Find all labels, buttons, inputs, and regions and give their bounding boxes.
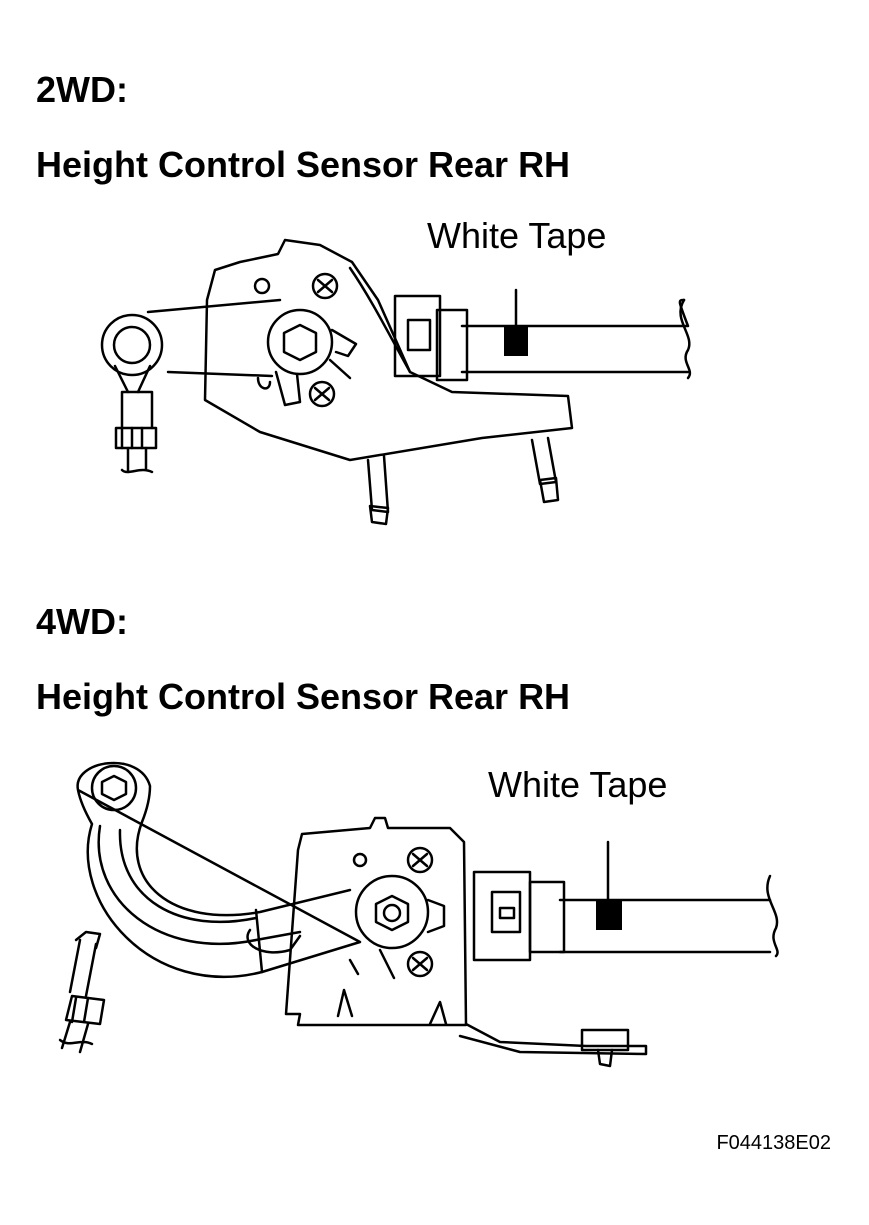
figure-id: F044138E02 <box>716 1132 831 1154</box>
white-tape-label-2wd: White Tape <box>427 215 607 256</box>
screw-icon <box>406 846 434 874</box>
white-tape-marker-2wd <box>504 326 528 356</box>
cable-2wd <box>460 298 690 374</box>
screw-icon <box>406 950 434 978</box>
cable-4wd <box>558 898 772 954</box>
drive-type-label-2wd: 2WD: <box>36 69 128 110</box>
lever-arm-2wd <box>146 298 282 378</box>
link-rod-2wd <box>120 390 154 430</box>
link-rod-4wd <box>68 938 98 998</box>
white-tape-marker-4wd <box>596 900 622 930</box>
mounting-bracket-4wd <box>458 1022 648 1056</box>
section-title-2wd: Height Control Sensor Rear RH <box>36 144 571 185</box>
rotor-2wd <box>266 308 334 376</box>
screw-icon <box>308 380 336 408</box>
section-title-4wd: Height Control Sensor Rear RH <box>36 676 571 717</box>
screw-icon <box>311 272 339 300</box>
rotor-4wd <box>354 874 430 950</box>
drive-type-label-4wd: 4WD: <box>36 601 128 642</box>
sensor-illustration-2wd <box>100 238 692 526</box>
connector-4wd <box>528 880 566 954</box>
sensor-housing-4wd <box>284 816 468 1027</box>
connector-2wd <box>435 308 469 382</box>
lever-arm-4wd <box>76 761 362 979</box>
mounting-stud-2wd <box>366 454 390 514</box>
sensor-illustration-4wd <box>58 761 779 1068</box>
white-tape-label-4wd: White Tape <box>488 764 668 805</box>
